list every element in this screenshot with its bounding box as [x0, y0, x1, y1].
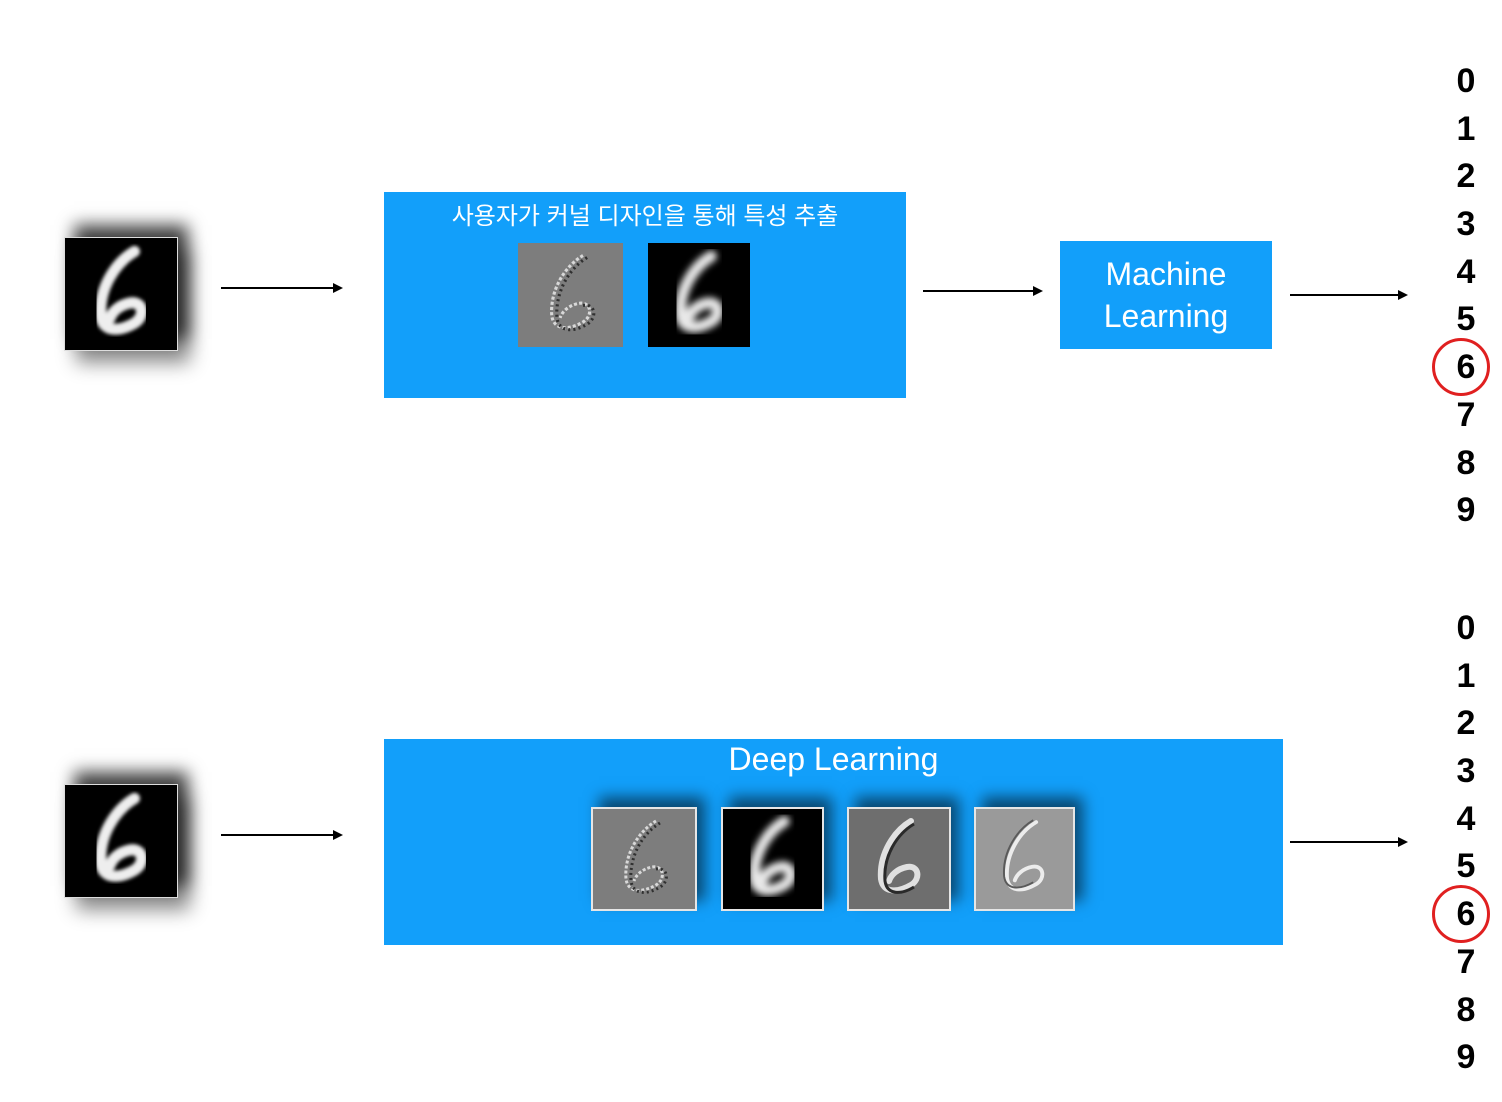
prediction-circle: [1432, 885, 1490, 944]
machine-learning-line1: Machine: [1105, 256, 1227, 292]
arrow-feature-to-ml: [923, 286, 1043, 296]
arrow-ml-to-output: [1290, 290, 1408, 300]
output-digit: 1: [1456, 656, 1476, 695]
output-digit: 4: [1456, 252, 1476, 291]
output-digits-top: 0 1 2 3 4 5 6 7 8 9: [1432, 58, 1492, 535]
output-digit: 9: [1456, 491, 1476, 530]
deep-learning-panel: Deep Learning: [384, 739, 1283, 945]
output-digit: 7: [1456, 395, 1476, 434]
prediction-circle: [1432, 338, 1490, 397]
feature-extraction-panel: 사용자가 커널 디자인을 통해 특성 추출: [384, 192, 906, 398]
feature-map-edge-image: [518, 243, 623, 347]
output-digit: 4: [1456, 799, 1476, 838]
feature-map-blur-image: [648, 243, 750, 347]
output-digit: 3: [1456, 752, 1476, 791]
input-digit-image-bottom: [64, 784, 178, 898]
output-digits-bottom: 0 1 2 3 4 5 6 7 8 9: [1432, 605, 1492, 1082]
output-digit: 5: [1456, 847, 1476, 886]
output-digit: 2: [1456, 157, 1476, 196]
machine-learning-line2: Learning: [1103, 298, 1229, 334]
output-digit: 7: [1456, 942, 1476, 981]
dl-feature-map-4: [974, 807, 1075, 911]
output-digit: 8: [1456, 443, 1476, 482]
dl-feature-map-3: [847, 807, 951, 911]
feature-extraction-title: 사용자가 커널 디자인을 통해 특성 추출: [451, 203, 839, 230]
digit-six-image: [65, 238, 177, 350]
output-digit: 9: [1456, 1038, 1476, 1077]
arrow-input-to-deep-learning: [221, 830, 343, 840]
digit-six-image: [65, 785, 177, 897]
arrow-input-to-feature-top: [221, 283, 343, 293]
output-digit: 3: [1456, 205, 1476, 244]
output-digit: 1: [1456, 109, 1476, 148]
output-digit: 0: [1456, 609, 1476, 647]
output-digit-highlighted: 6: [1432, 885, 1492, 944]
output-digit-highlighted: 6: [1432, 338, 1492, 397]
machine-learning-box: Machine Learning: [1060, 241, 1272, 349]
output-digit: 2: [1456, 704, 1476, 743]
output-digit: 0: [1456, 62, 1476, 100]
arrow-deep-learning-to-output: [1290, 837, 1408, 847]
input-digit-image-top: [64, 237, 178, 351]
dl-feature-map-2: [721, 807, 824, 911]
deep-learning-title: Deep Learning: [728, 741, 939, 777]
output-digit: 5: [1456, 300, 1476, 339]
output-digit: 8: [1456, 990, 1476, 1029]
dl-feature-map-1: [591, 807, 697, 911]
